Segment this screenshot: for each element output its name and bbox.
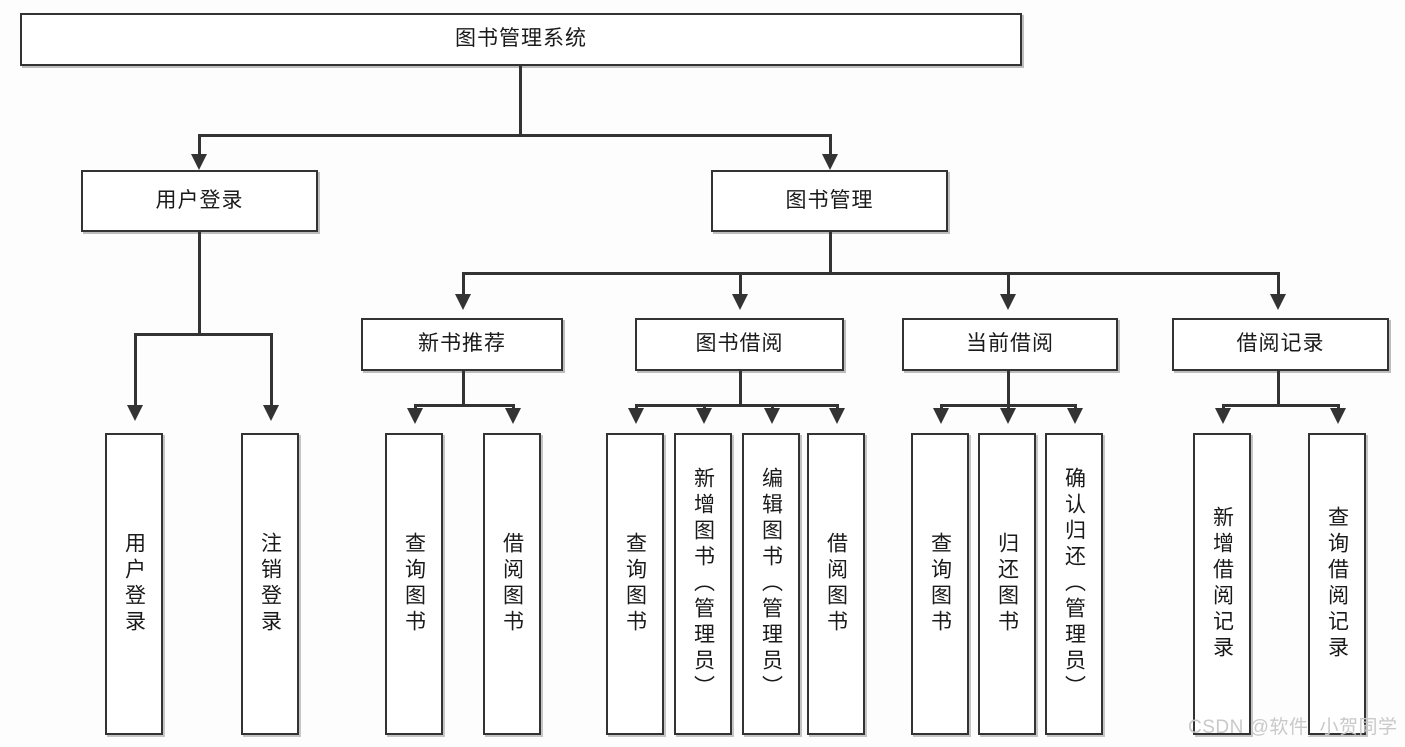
node-label: 归还图书 [995, 532, 1019, 636]
leaf-add-book-admin[interactable]: 新增图书（管理员） [674, 433, 732, 735]
connector-borrow-record-branch-2 [1337, 404, 1340, 410]
arrowhead-borrow-record [1270, 294, 1286, 310]
arrowhead-current-borrow-leaf-3 [1067, 408, 1083, 424]
node-label: 借阅图书 [500, 532, 524, 636]
node-label: 查询借阅记录 [1325, 506, 1349, 662]
arrowhead-current-borrow-leaf-1 [933, 408, 949, 424]
node-label: 编辑图书（管理员） [759, 467, 783, 701]
node-new-book-recommend[interactable]: 新书推荐 [361, 318, 563, 371]
arrowhead-book-borrow-leaf-4 [829, 408, 845, 424]
connector-level2-branch-2 [739, 272, 742, 296]
connector-book-management-stem [829, 232, 832, 274]
connector-user-login-bus [134, 333, 273, 336]
connector-user-login-stem [198, 232, 201, 335]
node-label: 查询图书 [928, 532, 952, 636]
node-current-borrow[interactable]: 当前借阅 [902, 318, 1118, 371]
node-label: 借阅图书 [824, 532, 848, 636]
node-root-book-management-system[interactable]: 图书管理系统 [20, 13, 1022, 66]
connector-book-borrow-stem [739, 371, 742, 407]
connector-root-to-user-login [198, 134, 201, 156]
arrowhead-book-borrow [732, 294, 748, 310]
node-label: 新增借阅记录 [1210, 506, 1234, 662]
arrowhead-new-book-leaf-2 [505, 408, 521, 424]
node-label: 新增图书（管理员） [691, 467, 715, 701]
node-borrow-record[interactable]: 借阅记录 [1172, 318, 1389, 371]
arrowhead-borrow-record-leaf-2 [1330, 408, 1346, 424]
connector-current-borrow-branch-3 [1074, 404, 1077, 410]
connector-current-borrow-stem [1007, 371, 1010, 407]
node-label: 注销登录 [258, 532, 282, 636]
connector-book-borrow-branch-4 [836, 404, 839, 410]
arrowhead-book-borrow-leaf-3 [764, 408, 780, 424]
connector-new-book-stem [462, 371, 465, 407]
node-label: 当前借阅 [966, 332, 1054, 356]
connector-borrow-record-branch-1 [1222, 404, 1225, 410]
node-label: 查询图书 [402, 532, 426, 636]
arrowhead-new-book-recommend [455, 294, 471, 310]
connector-root-bus [198, 134, 832, 137]
node-label: 用户登录 [122, 532, 146, 636]
arrowhead-borrow-record-leaf-1 [1215, 408, 1231, 424]
node-label: 查询图书 [623, 532, 647, 636]
arrowhead-leaf-logout [263, 405, 279, 421]
connector-book-borrow-bus [635, 404, 839, 407]
leaf-borrow-book-recommend[interactable]: 借阅图书 [483, 433, 541, 735]
leaf-user-login[interactable]: 用户登录 [105, 433, 163, 735]
node-book-borrow[interactable]: 图书借阅 [635, 318, 844, 371]
leaf-query-book-recommend[interactable]: 查询图书 [385, 433, 443, 735]
connector-user-login-branch-2 [270, 333, 273, 407]
connector-level2-branch-1 [462, 272, 465, 296]
leaf-add-borrow-record[interactable]: 新增借阅记录 [1193, 433, 1251, 735]
arrowhead-user-login [191, 154, 207, 170]
connector-book-borrow-branch-1 [635, 404, 638, 410]
connector-current-borrow-branch-1 [940, 404, 943, 410]
node-label: 用户登录 [155, 188, 244, 212]
leaf-logout[interactable]: 注销登录 [241, 433, 299, 735]
node-book-management[interactable]: 图书管理 [711, 170, 948, 232]
node-label: 借阅记录 [1236, 332, 1325, 356]
connector-root-stem [519, 66, 522, 136]
arrowhead-book-management [822, 154, 838, 170]
connector-current-borrow-branch-2 [1007, 404, 1010, 410]
arrowhead-leaf-user-login [127, 405, 143, 421]
connector-user-login-branch-1 [134, 333, 137, 407]
leaf-edit-book-admin[interactable]: 编辑图书（管理员） [742, 433, 800, 735]
arrowhead-book-borrow-leaf-2 [696, 408, 712, 424]
node-label: 新书推荐 [418, 332, 506, 356]
connector-level2-branch-3 [1007, 272, 1010, 296]
node-user-login[interactable]: 用户登录 [81, 170, 318, 232]
leaf-query-borrow-record[interactable]: 查询借阅记录 [1308, 433, 1366, 735]
connector-borrow-record-bus [1222, 404, 1340, 407]
arrowhead-current-borrow [1000, 294, 1016, 310]
arrowhead-new-book-leaf-1 [407, 408, 423, 424]
leaf-borrow-book[interactable]: 借阅图书 [807, 433, 865, 735]
leaf-confirm-return-admin[interactable]: 确认归还（管理员） [1045, 433, 1103, 735]
node-label: 图书管理系统 [455, 27, 587, 51]
connector-new-book-branch-1 [414, 404, 417, 410]
node-label: 图书借阅 [695, 332, 784, 356]
node-label: 图书管理 [785, 188, 874, 212]
connector-root-to-book-management [829, 134, 832, 156]
node-label: 确认归还（管理员） [1062, 467, 1086, 701]
connector-level2-branch-4 [1277, 272, 1280, 296]
connector-book-borrow-branch-2 [703, 404, 706, 410]
connector-level2-bus [462, 272, 1280, 275]
arrowhead-current-borrow-leaf-2 [1000, 408, 1016, 424]
connector-book-borrow-branch-3 [771, 404, 774, 410]
arrowhead-book-borrow-leaf-1 [628, 408, 644, 424]
leaf-return-book[interactable]: 归还图书 [978, 433, 1036, 735]
connector-borrow-record-stem [1277, 371, 1280, 407]
connector-new-book-bus [414, 404, 515, 407]
leaf-query-book-borrow[interactable]: 查询图书 [606, 433, 664, 735]
leaf-query-book-current[interactable]: 查询图书 [911, 433, 969, 735]
connector-new-book-branch-2 [512, 404, 515, 410]
